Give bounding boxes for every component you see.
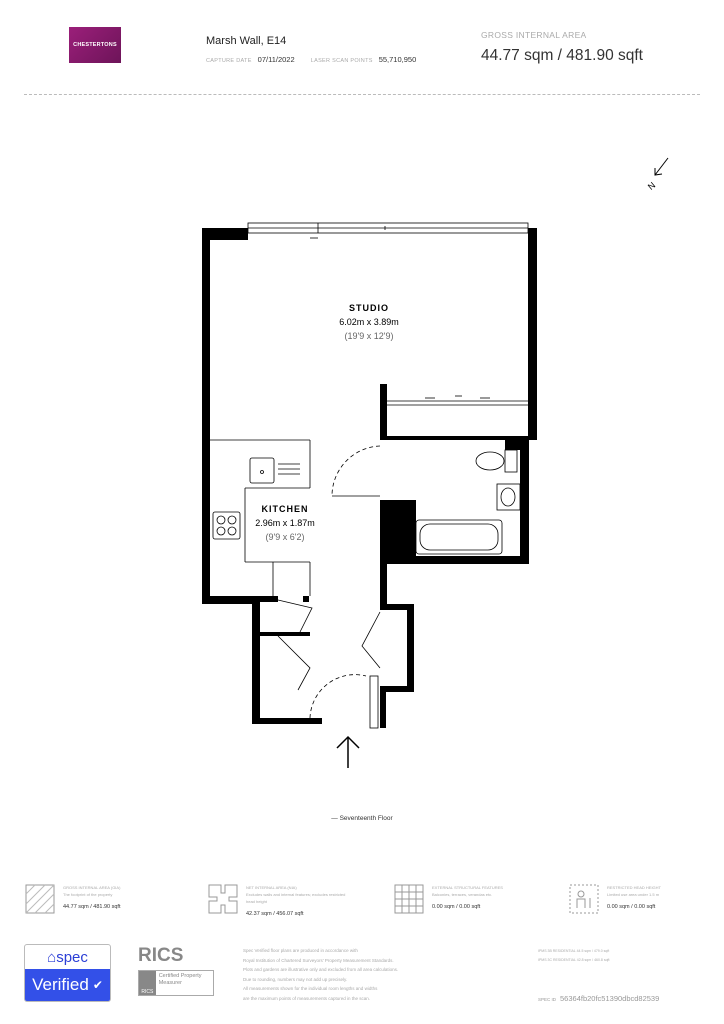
toilet-icon <box>475 451 505 471</box>
grid-icon <box>394 884 424 914</box>
gia-value: 44.77 sqm / 481.90 sqft <box>481 47 643 64</box>
kitchen-fittings <box>210 439 311 596</box>
entrance-arrow-icon <box>336 735 360 768</box>
svg-text:2.96m x 1.87m: 2.96m x 1.87m <box>255 518 315 528</box>
windows <box>247 222 529 406</box>
bathroom-fittings <box>415 449 521 555</box>
doors <box>277 445 381 729</box>
svg-text:N: N <box>646 180 657 192</box>
hatched-area-icon <box>25 884 55 914</box>
room-label-studio: STUDIO 6.02m x 3.89m (19'9 x 12'9) <box>339 303 399 341</box>
laser-points-label: LASER SCAN POINTS <box>310 58 373 64</box>
nia-legend-value: 42.37 sqm / 456.07 sqft <box>246 911 304 917</box>
net-area-icon <box>208 884 238 914</box>
gia-legend-value: 44.77 sqm / 481.90 sqft <box>63 904 121 910</box>
spec-verified-badge: ⌂spec Verified✔ <box>24 944 111 1002</box>
walls <box>202 228 537 728</box>
chestertons-logo: CHESTERTONS <box>69 27 121 63</box>
disclaimer: Spec Verified floor plans are produced i… <box>243 948 399 1001</box>
capture-date: 07/11/2022 <box>257 55 295 64</box>
svg-text:(9'9 x 6'2): (9'9 x 6'2) <box>266 532 305 542</box>
legend-gia: GROSS INTERNAL AREA (GIA)The footprint o… <box>25 884 163 914</box>
room-label-kitchen: KITCHEN 2.96m x 1.87m (9'9 x 6'2) <box>255 504 315 542</box>
laser-points: 55,710,950 <box>378 55 417 64</box>
basin-icon <box>496 483 521 511</box>
house-icon: ⌂ <box>47 948 57 966</box>
svg-text:6.02m x 3.89m: 6.02m x 3.89m <box>339 317 399 327</box>
person-height-icon <box>569 884 599 914</box>
svg-text:KITCHEN: KITCHEN <box>262 504 309 514</box>
capture-meta: CAPTURE DATE 07/11/2022 LASER SCAN POINTS… <box>206 55 430 64</box>
gia-label: GROSS INTERNAL AREA <box>481 30 587 40</box>
check-circle-icon: ✔ <box>92 978 103 992</box>
compass-icon: N <box>646 157 669 192</box>
svg-text:STUDIO: STUDIO <box>349 303 389 313</box>
legend-nia: NET INTERNAL AREA (NIA)Excludes walls an… <box>208 884 346 917</box>
header-divider <box>24 94 700 95</box>
hob-icon <box>212 511 241 540</box>
bath-icon <box>415 519 503 555</box>
ipms-values: IPMS 3B RESIDENTIAL 44.5 sqm / 479.0 sqf… <box>538 949 610 962</box>
property-address: Marsh Wall, E14 <box>206 35 287 47</box>
svg-text:(19'9 x 12'9): (19'9 x 12'9) <box>345 331 394 341</box>
toilet-cistern <box>504 449 518 473</box>
rics-lion-icon: RICS <box>139 971 156 995</box>
capture-date-label: CAPTURE DATE <box>206 58 252 64</box>
restricted-legend-value: 0.00 sqm / 0.00 sqft <box>607 904 656 910</box>
sink-icon <box>249 457 275 484</box>
external-legend-value: 0.00 sqm / 0.00 sqft <box>432 904 481 910</box>
floor-label: — Seventeenth Floor <box>331 815 393 822</box>
